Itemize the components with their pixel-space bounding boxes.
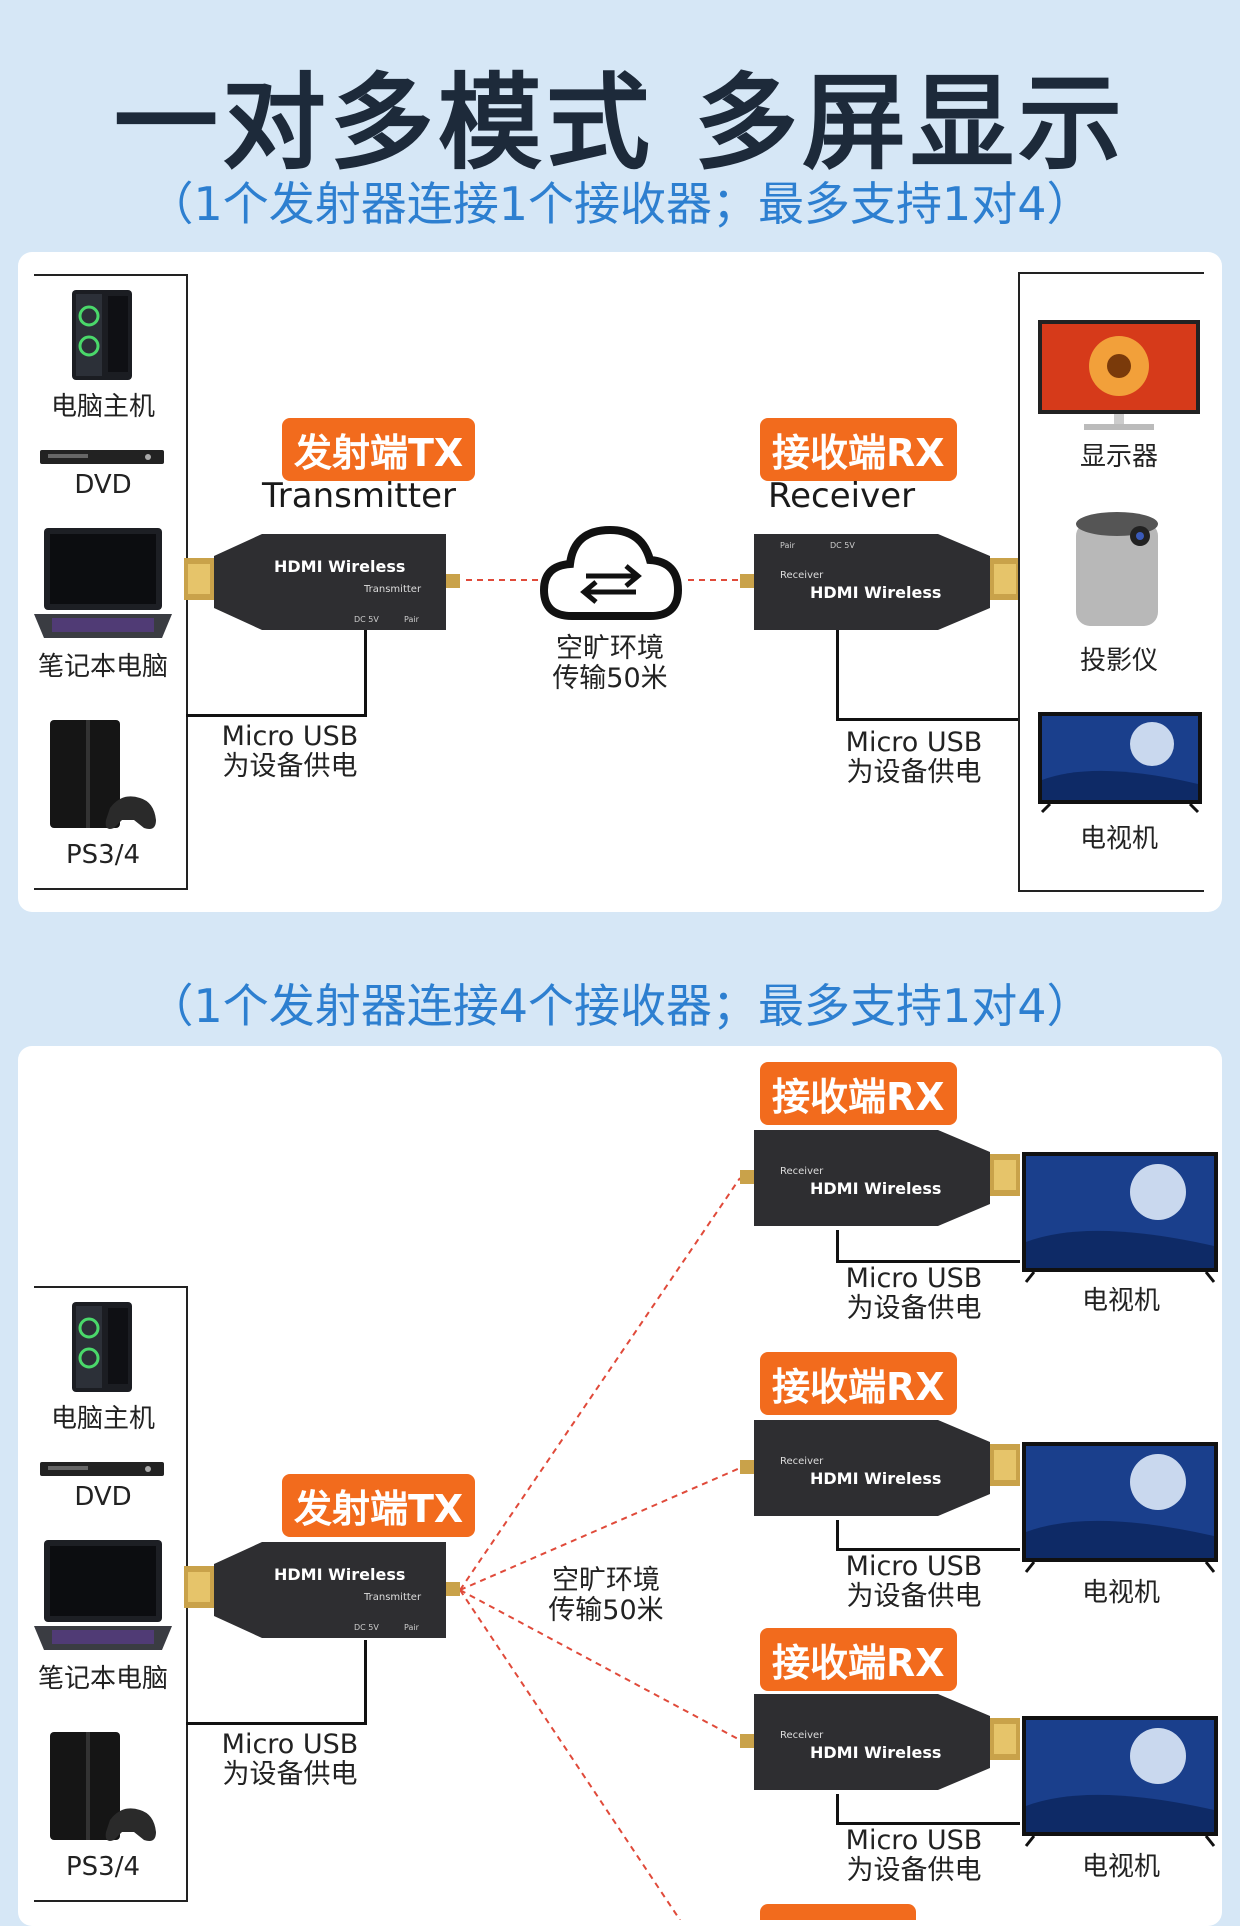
tx-power-label: Micro USB 为设备供电 (221, 1729, 359, 1790)
tx-port-dc: DC 5V (354, 1623, 379, 1632)
display-label-monitor: 显示器 (1079, 442, 1158, 472)
power-wire (186, 714, 366, 717)
range-label: 空旷环境 传输50米 (552, 633, 668, 694)
laptop-icon (34, 528, 172, 638)
power-wire (836, 1822, 1020, 1825)
rx-name: Receiver (768, 476, 916, 516)
desktop-pc-icon (72, 290, 132, 380)
tx-name: Transmitter (262, 476, 456, 516)
rx-brand: HDMI Wireless (810, 1469, 941, 1488)
rx-brand: HDMI Wireless (810, 1743, 941, 1762)
tx-brand: HDMI Wireless (274, 1565, 405, 1584)
tx-tag: 发射端TX (282, 1474, 476, 1537)
desktop-pc-icon (72, 1302, 132, 1392)
laptop-icon (34, 1540, 172, 1650)
power-wire (364, 1640, 367, 1725)
panel-one-to-four (18, 1046, 1222, 1926)
display-label-tv: 电视机 (1081, 1578, 1160, 1608)
rx-brand: HDMI Wireless (810, 1179, 941, 1198)
rx-tag: 接收端RX (760, 1062, 957, 1125)
rx-power-label: Micro USB 为设备供电 (845, 1551, 983, 1612)
cloud-transfer-icon (539, 525, 683, 620)
transmitter-device: HDMI Wireless Transmitter DC 5V Pair (184, 1542, 460, 1638)
rx-power-label: Micro USB 为设备供电 (845, 1825, 983, 1886)
source-label-ps: PS3/4 (65, 840, 141, 870)
receiver-device: HDMI Wireless Receiver (740, 1130, 1020, 1226)
receiver-device: HDMI Wireless Receiver Pair DC 5V (740, 534, 1020, 630)
subtitle-one-to-four: （1个发射器连接4个接收器；最多支持1对4） (147, 979, 1093, 1033)
tx-model: Transmitter (363, 584, 422, 595)
dvd-player-icon (40, 450, 164, 464)
display-label-tv: 电视机 (1081, 1286, 1160, 1316)
rx-tag: 接收端RX (760, 1352, 957, 1415)
display-box (1018, 272, 1204, 892)
game-console-icon (50, 720, 156, 829)
display-label-tv: 电视机 (1081, 1852, 1160, 1882)
rx-port-dc: DC 5V (830, 541, 855, 550)
display-label-projector: 投影仪 (1079, 646, 1158, 676)
tv-icon (1022, 1716, 1218, 1847)
display-label-tv: 电视机 (1079, 824, 1158, 854)
power-wire (836, 1520, 839, 1550)
signal-line (466, 579, 766, 581)
tx-port-pair: Pair (404, 615, 420, 624)
source-label-pc: 电脑主机 (50, 392, 155, 422)
power-wire (836, 630, 839, 720)
tx-model: Transmitter (363, 1592, 422, 1603)
power-wire (364, 630, 367, 717)
source-label-dvd: DVD (74, 470, 132, 500)
source-label-pc: 电脑主机 (50, 1404, 155, 1434)
game-console-icon (50, 1732, 156, 1841)
receiver-device: HDMI Wireless Receiver (740, 1420, 1020, 1516)
rx-power-label: Micro USB 为设备供电 (845, 1263, 983, 1324)
tx-brand: HDMI Wireless (274, 557, 405, 576)
receiver-device: HDMI Wireless Receiver (740, 1694, 1020, 1790)
source-label-ps: PS3/4 (65, 1852, 141, 1882)
rx-model: Receiver (780, 1456, 824, 1467)
rx-tag: 接收端RX (760, 1628, 957, 1691)
rx-model: Receiver (780, 570, 824, 581)
monitor-icon (1038, 320, 1200, 430)
source-label-laptop: 笔记本电脑 (37, 652, 168, 682)
signal-fanout (460, 1177, 741, 1920)
rx-model: Receiver (780, 1730, 824, 1741)
rx-tag-partial (760, 1904, 916, 1920)
tv-icon (1038, 712, 1202, 814)
dvd-player-icon (40, 1462, 164, 1476)
power-wire (836, 1260, 1020, 1263)
tv-icon (1022, 1152, 1218, 1283)
subtitle-one-to-one: （1个发射器连接1个接收器；最多支持1对4） (147, 177, 1093, 231)
power-wire (836, 1548, 1020, 1551)
source-label-laptop: 笔记本电脑 (37, 1664, 168, 1694)
rx-power-label: Micro USB 为设备供电 (845, 727, 983, 788)
tx-power-label: Micro USB 为设备供电 (221, 721, 359, 782)
page-title: 一对多模式 多屏显示 (113, 62, 1127, 184)
rx-brand: HDMI Wireless (810, 583, 941, 602)
tx-port-pair: Pair (404, 1623, 420, 1632)
transmitter-device: HDMI Wireless Transmitter DC 5V Pair (184, 534, 460, 630)
rx-model: Receiver (780, 1166, 824, 1177)
range-label: 空旷环境 传输50米 (548, 1565, 664, 1626)
power-wire (836, 718, 1020, 721)
rx-tag: 接收端RX (760, 418, 957, 481)
source-label-dvd: DVD (74, 1482, 132, 1512)
power-wire (186, 1722, 366, 1725)
tx-tag: 发射端TX (282, 418, 476, 481)
tx-port-dc: DC 5V (354, 615, 379, 624)
power-wire (836, 1230, 839, 1262)
power-wire (836, 1794, 839, 1824)
projector-icon (1076, 512, 1158, 626)
tv-icon (1022, 1442, 1218, 1573)
rx-port-pair: Pair (780, 541, 796, 550)
